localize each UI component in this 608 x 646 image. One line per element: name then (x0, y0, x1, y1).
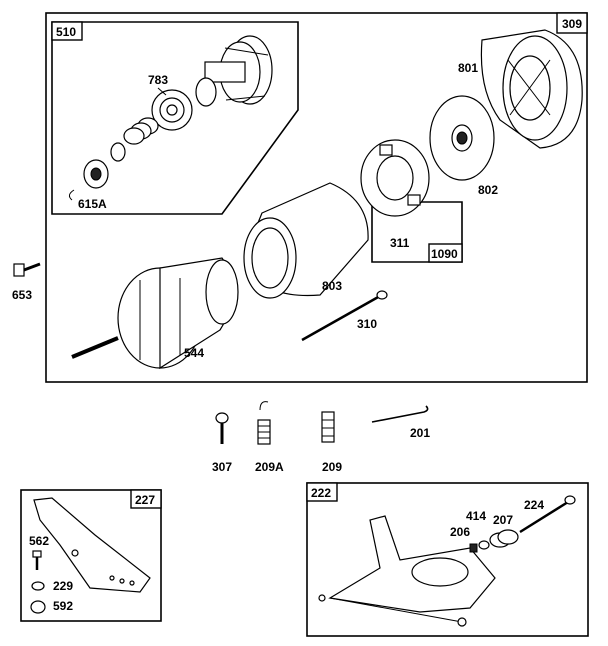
left-plate-label: 227 (135, 493, 155, 507)
housing-label: 803 (322, 279, 342, 293)
spring-209-label: 209 (322, 460, 342, 474)
nut-592-label: 592 (53, 599, 73, 613)
brush-box-label: 1090 (431, 247, 458, 261)
nut-592-part (30, 600, 46, 614)
washer-229-label: 229 (53, 579, 73, 593)
end-cap-part (480, 29, 583, 149)
screw-part (13, 262, 41, 277)
washer-part (110, 142, 126, 162)
spacer-206-label: 206 (450, 525, 470, 539)
bolt-label: 310 (357, 317, 377, 331)
motor-housing-part (243, 182, 369, 299)
spring-209-part (321, 411, 335, 443)
right-plate-label: 222 (311, 486, 331, 500)
brush-label: 311 (390, 236, 410, 250)
end-plate-part (429, 95, 495, 181)
main-assembly-box (45, 12, 588, 383)
link-201-part (371, 405, 429, 423)
gear-label: 783 (148, 73, 168, 87)
main-box-label: 309 (562, 17, 582, 31)
gear-box-tag (51, 21, 83, 41)
pinion-gear-part (151, 89, 193, 131)
link-201-label: 201 (410, 426, 430, 440)
brush-holder-part (360, 139, 430, 217)
gear-box-label: 510 (56, 25, 76, 39)
screw-label: 653 (12, 288, 32, 302)
screw-307-label: 307 (212, 460, 232, 474)
right-plate-box (306, 482, 589, 637)
left-plate-box (20, 489, 162, 622)
drive-pinion-part (195, 35, 273, 107)
leader-line (157, 87, 167, 96)
collar-part (83, 159, 109, 189)
washer-414-label: 414 (466, 509, 486, 523)
washer-229-part (31, 581, 45, 591)
washer-414-part (478, 540, 490, 550)
screw-307-part (215, 412, 229, 444)
screw-562-part (32, 550, 42, 570)
spacer-206-part (469, 543, 478, 553)
left-plate-tag (130, 489, 162, 509)
end-plate-label: 802 (478, 183, 498, 197)
gear-subassembly-box (51, 21, 299, 215)
ring-label: 615A (78, 197, 107, 211)
right-plate-tag (306, 482, 338, 502)
armature-label: 544 (184, 346, 204, 360)
spring-209a-part (257, 401, 271, 445)
spring-209a-label: 209A (255, 460, 284, 474)
main-box-tag (556, 12, 588, 34)
brush-box-tag (428, 243, 463, 263)
spring-207-label: 207 (493, 513, 513, 527)
screw-224-label: 224 (524, 498, 544, 512)
throttle-plate-part (33, 497, 151, 593)
spring-part (123, 117, 159, 145)
retaining-ring-part (68, 189, 75, 201)
screw-224-part (519, 495, 576, 534)
armature-part (71, 257, 239, 370)
control-bracket-part (318, 515, 496, 627)
through-bolt-part (301, 290, 388, 342)
screw-562-label: 562 (29, 534, 49, 548)
spring-207-part (489, 529, 519, 548)
end-cap-label: 801 (458, 61, 478, 75)
